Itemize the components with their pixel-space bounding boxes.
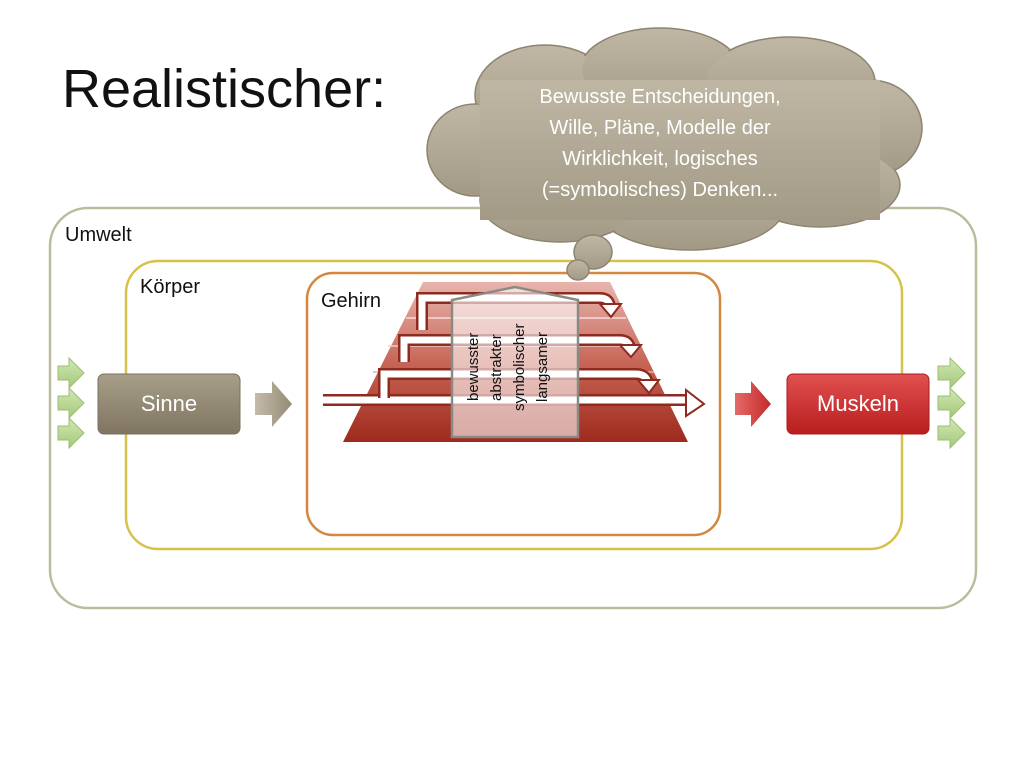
cloud-line-4: (=symbolisches) Denken... — [541, 179, 779, 201]
muskeln-label: Muskeln — [817, 391, 899, 416]
gehirn-label: Gehirn — [321, 290, 382, 312]
output-arrows — [937, 356, 966, 450]
level-bewusster: bewusster — [465, 332, 482, 401]
slide-title: Realistischer: — [62, 59, 387, 119]
green-arrow-in-3 — [57, 416, 85, 450]
green-arrow-out-1 — [937, 356, 966, 390]
green-arrow-out-3 — [937, 416, 966, 450]
sinne-box — [97, 373, 241, 435]
level-symbolischer: symbolischer — [511, 323, 528, 411]
input-arrows — [57, 356, 85, 450]
gehirn-frame — [305, 271, 722, 537]
sinne-arrow — [255, 381, 292, 427]
cloud-text: Bewusste Entscheidungen, Wille, Pläne, M… — [490, 82, 830, 206]
level-label-box — [450, 285, 580, 439]
level-labels: bewusster abstrakter symbolischer langsa… — [452, 298, 578, 436]
level-abstrakter: abstrakter — [488, 333, 505, 401]
koerper-label: Körper — [140, 276, 201, 298]
muskeln-arrow — [735, 381, 771, 427]
green-arrow-in-2 — [57, 386, 85, 420]
green-arrow-out-2 — [937, 386, 966, 420]
cloud-line-3: Wirklichkeit, logisches — [562, 148, 758, 170]
muskeln-box — [786, 373, 930, 435]
level-langsamer: langsamer — [534, 331, 551, 402]
cloud-bubble-2 — [566, 259, 590, 281]
umwelt-label: Umwelt — [65, 224, 132, 246]
cloud-line-2: Wille, Pläne, Modelle der — [549, 117, 771, 139]
cloud-line-1: Bewusste Entscheidungen, — [539, 86, 781, 108]
sinne-label: Sinne — [140, 391, 198, 416]
green-arrow-in-1 — [57, 356, 85, 390]
thought-cloud — [426, 27, 923, 281]
